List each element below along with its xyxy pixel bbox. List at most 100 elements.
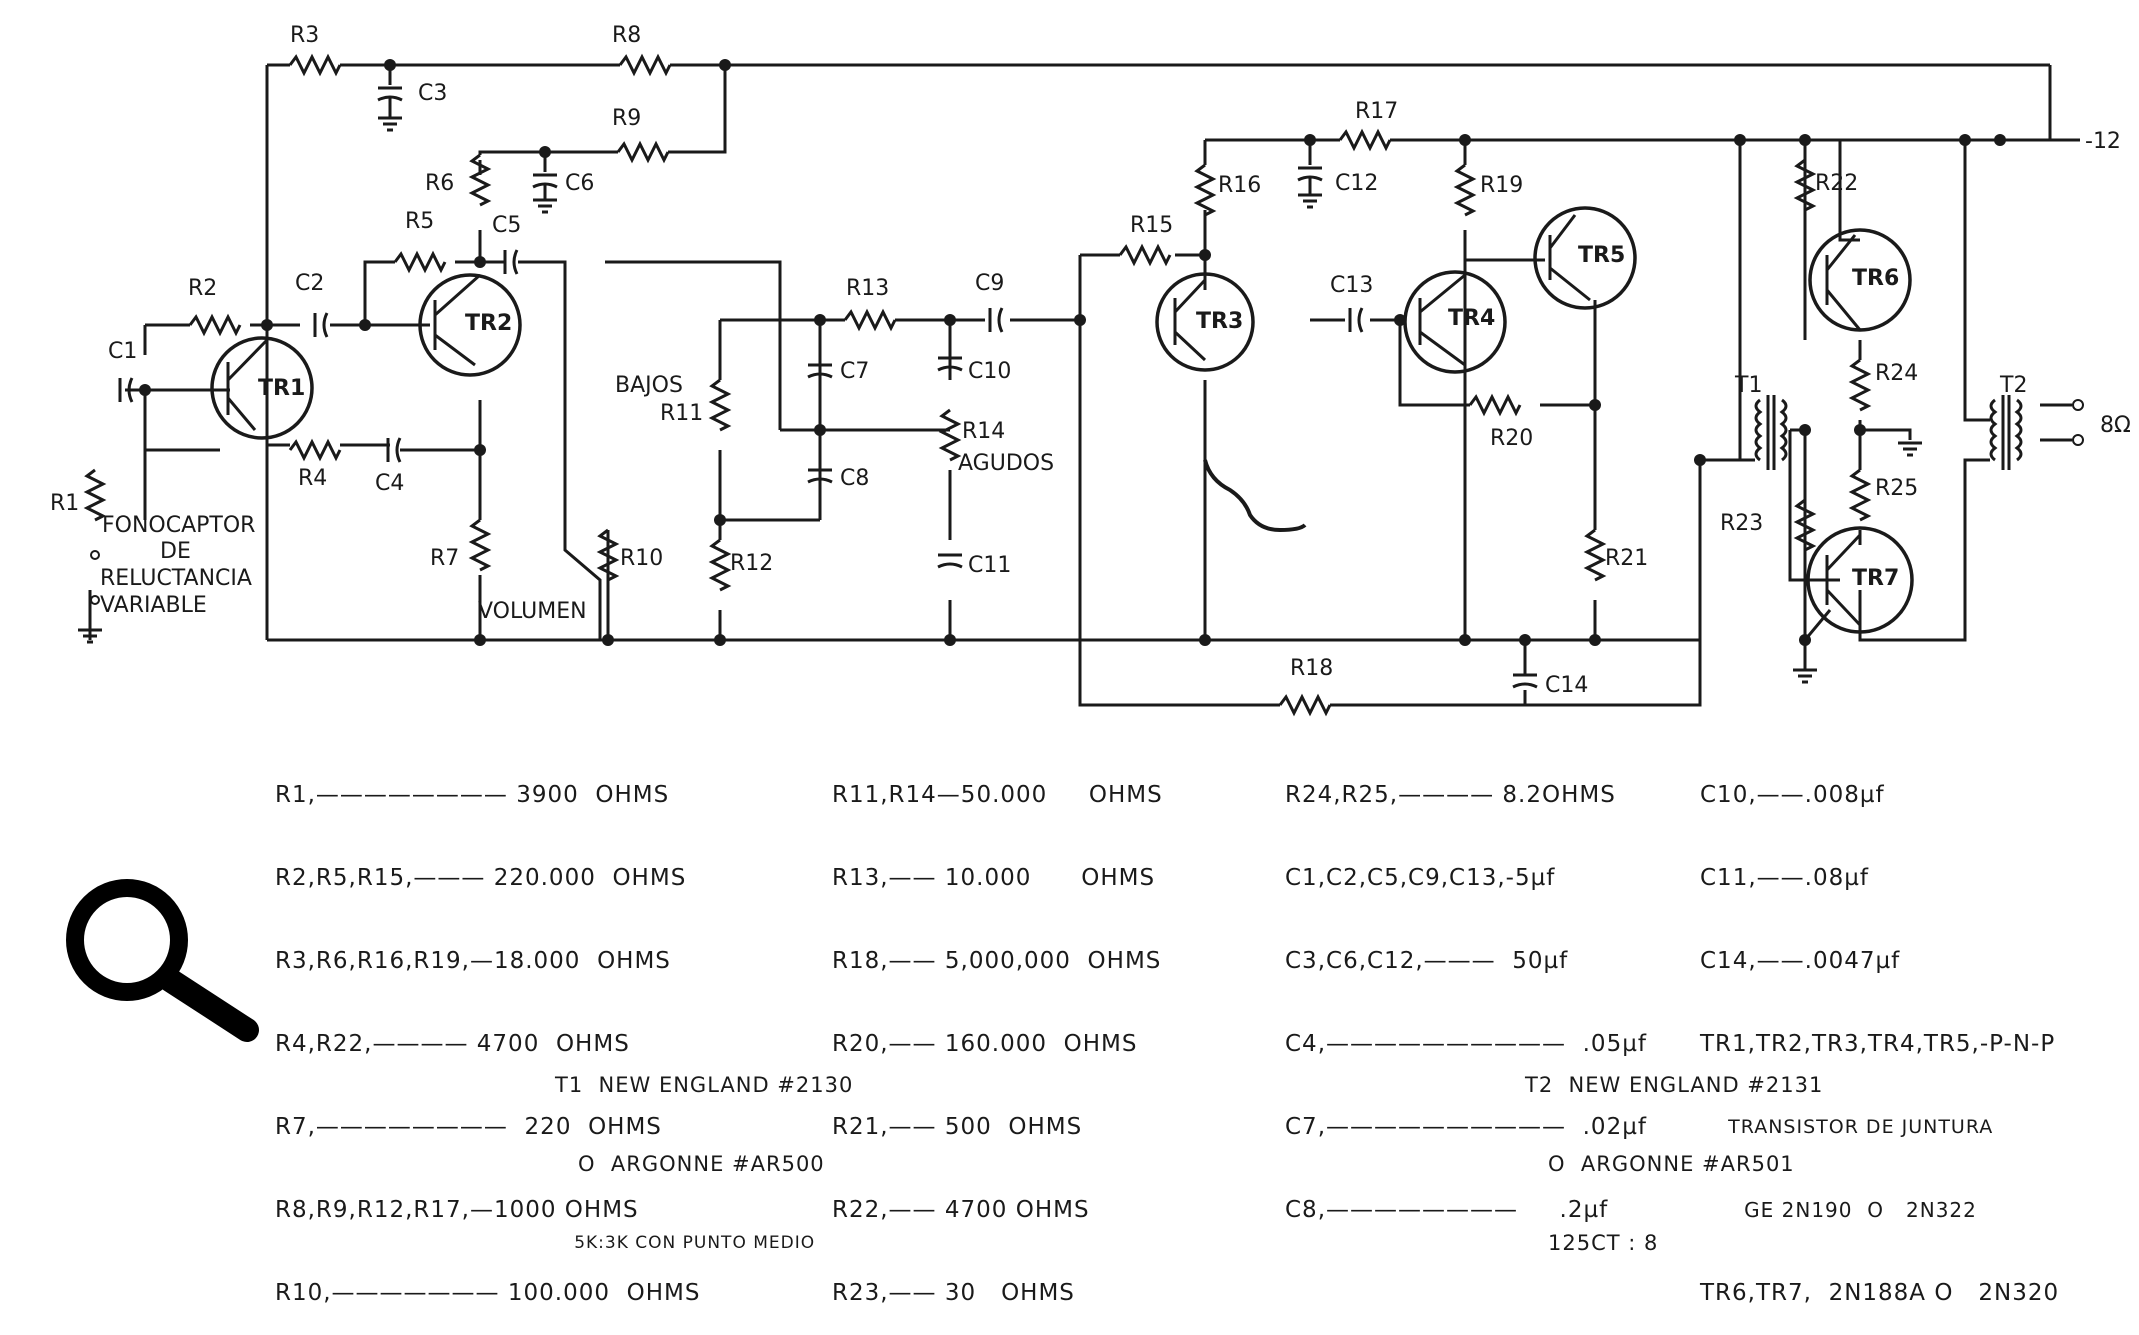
note-line: T1 NEW ENGLAND #2130 [555,1073,854,1097]
parts-line: C7,—————————— .02µf [1285,1114,1647,1140]
label-r10: R10 [620,546,663,571]
note-line: 125CT : 8 [1525,1231,1659,1255]
label-c10: C10 [968,359,1011,384]
parts-line: R7,———————— 220 OHMS [275,1114,662,1140]
label-r16: R16 [1218,173,1261,198]
label-bajos: BAJOS [615,373,683,398]
label-r18: R18 [1290,656,1333,681]
label-t1: T1 [1734,373,1762,398]
label-fonocaptor-3: RELUCTANCIA [100,566,252,591]
label-r3: R3 [290,23,319,48]
label-r8: R8 [612,23,641,48]
label-c5: C5 [492,213,521,238]
note-line: O ARGONNE #AR501 [1525,1152,1795,1176]
parts-line: C11,——.08µf [1700,865,1869,891]
label-r19: R19 [1480,173,1523,198]
transistors [210,206,1914,634]
label-c13: C13 [1330,273,1373,298]
cartridge-symbol [90,459,1307,605]
label-c12: C12 [1335,171,1378,196]
label-r20: R20 [1490,426,1533,451]
parts-line: R1,———————— 3900 OHMS [275,782,670,808]
component-labels: R3 C3 R8 R9 R6 C6 R5 C5 R2 C2 C1 TR1 TR2… [50,23,2131,698]
label-c11: C11 [968,553,1011,578]
label-r25: R25 [1875,476,1918,501]
parts-line: C3,C6,C12,——— 50µf [1285,948,1569,974]
parts-line: R18,—— 5,000,000 OHMS [832,948,1162,974]
label-r22: R22 [1815,171,1858,196]
label-r17: R17 [1355,99,1398,124]
parts-line: R11,R14—50.000 OHMS [832,782,1163,808]
label-volumen: VOLUMEN [478,599,587,624]
label-supply: -12 [2085,129,2121,154]
label-r5: R5 [405,209,434,234]
label-r7: R7 [430,546,459,571]
ground-symbols [78,116,1922,684]
parts-line: C4,—————————— .05µf [1285,1031,1647,1057]
label-tr2: TR2 [465,311,512,336]
parts-line: TRANSISTOR DE JUNTURA [1700,1116,1994,1138]
label-r14: R14 [962,419,1005,444]
label-c1: C1 [108,339,137,364]
label-output: 8Ω [2100,413,2131,438]
label-tr7: TR7 [1852,566,1899,591]
zoom-button[interactable] [52,870,267,1045]
note-line: O ARGONNE #AR500 [555,1152,825,1176]
note-line: 5K:3K CON PUNTO MEDIO [555,1233,816,1253]
label-r24: R24 [1875,361,1918,386]
label-tr6: TR6 [1852,266,1899,291]
label-r13: R13 [846,276,889,301]
t2-note: T2 NEW ENGLAND #2131 O ARGONNE #AR501 12… [1525,1022,1823,1283]
parts-line: C14,——.0047µf [1700,948,1901,974]
label-c14: C14 [1545,673,1588,698]
parts-line: R3,R6,R16,R19,—18.000 OHMS [275,948,671,974]
label-r1: R1 [50,491,79,516]
label-r12: R12 [730,551,773,576]
label-tr4: TR4 [1448,306,1495,331]
label-tr1: TR1 [258,376,305,401]
label-c3: C3 [418,81,447,106]
parts-line: R20,—— 160.000 OHMS [832,1031,1138,1057]
parts-line: R13,—— 10.000 OHMS [832,865,1156,891]
label-fonocaptor-1: FONOCAPTOR [102,513,255,538]
wiring [88,63,2080,707]
label-r11: R11 [660,401,703,426]
junction-dots [139,59,2006,646]
transformers [1754,395,2084,470]
parts-line: R21,—— 500 OHMS [832,1114,1083,1140]
label-r2: R2 [188,276,217,301]
parts-line: R22,—— 4700 OHMS [832,1197,1090,1223]
label-t2: T2 [1999,373,2027,398]
label-c7: C7 [840,359,869,384]
magnifier-icon [66,879,259,1042]
parts-line: C10,——.008µf [1700,782,1885,808]
label-c9: C9 [975,271,1004,296]
label-c8: C8 [840,466,869,491]
parts-line: R24,R25,———— 8.2OHMS [1285,782,1616,808]
parts-list-col-2: R11,R14—50.000 OHMS R13,—— 10.000 OHMS R… [832,728,1163,1335]
label-fonocaptor-2: DE [160,539,191,564]
capacitors [118,65,1538,689]
label-tr3: TR3 [1196,309,1243,334]
label-r9: R9 [612,106,641,131]
label-fonocaptor-4: VARIABLE [100,593,207,618]
amplifier-schematic: R3 C3 R8 R9 R6 C6 R5 C5 R2 C2 C1 TR1 TR2… [50,23,2131,717]
resistors [83,53,1872,717]
label-agudos: AGUDOS [958,451,1054,476]
label-tr5: TR5 [1578,243,1625,268]
label-c4: C4 [375,471,404,496]
parts-line: R23,—— 30 OHMS [832,1280,1075,1306]
label-r4: R4 [298,466,327,491]
label-c2: C2 [295,271,324,296]
label-r6: R6 [425,171,454,196]
parts-line: R2,R5,R15,——— 220.000 OHMS [275,865,687,891]
t1-note: T1 NEW ENGLAND #2130 O ARGONNE #AR500 5K… [555,1022,853,1283]
label-r21: R21 [1605,546,1648,571]
label-r15: R15 [1130,213,1173,238]
label-r23: R23 [1720,511,1763,536]
parts-line: R4,R22,———— 4700 OHMS [275,1031,630,1057]
note-line: T2 NEW ENGLAND #2131 [1525,1073,1824,1097]
parts-line: C1,C2,C5,C9,C13,-5µf [1285,865,1556,891]
parts-line: TR1,TR2,TR3,TR4,TR5,-P-N-P [1700,1031,2056,1057]
label-c6: C6 [565,171,594,196]
